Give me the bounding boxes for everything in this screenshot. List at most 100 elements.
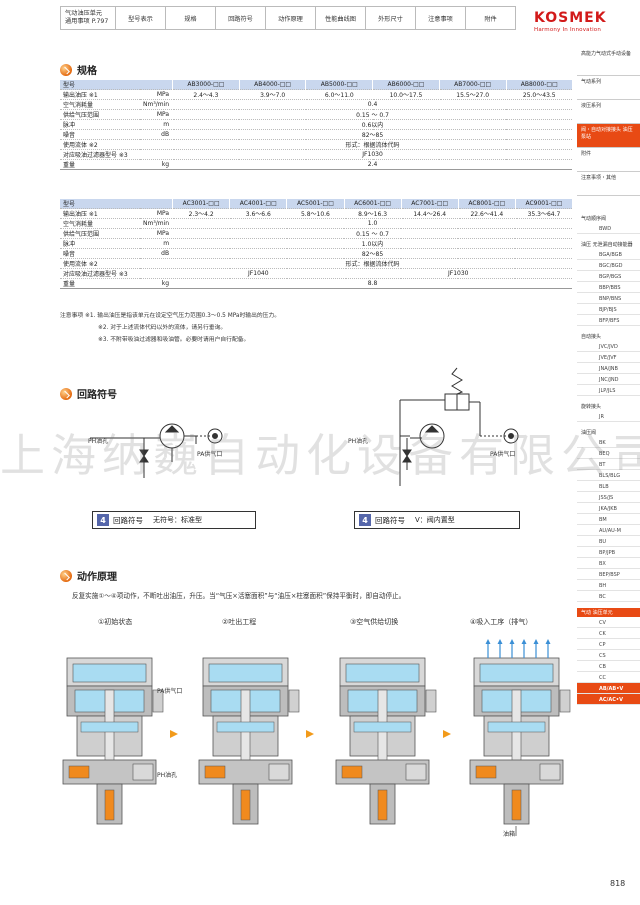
circuit-left-ph-label: PH油孔 <box>88 437 108 445</box>
sidebar-item[interactable]: JNA/JNB <box>577 363 640 374</box>
nav-tab-performance[interactable]: 性能曲线图 <box>316 6 366 30</box>
sidebar-item[interactable]: CV <box>577 617 640 628</box>
circuit-box-num: 4 <box>359 514 371 526</box>
header-cell: AC3001-□□ <box>172 199 230 209</box>
sidebar-item[interactable]: JVE/JVF <box>577 352 640 363</box>
sidebar-item[interactable]: BBP/BBS <box>577 282 640 293</box>
sidebar-item[interactable]: BT <box>577 459 640 470</box>
header-cell: AB8000-□□ <box>505 80 572 90</box>
sidebar-group-hydraulic[interactable]: 液压系列 <box>577 100 640 124</box>
header-cell: AB6000-□□ <box>372 80 440 90</box>
sidebar-item[interactable]: BJP/BJS <box>577 304 640 315</box>
ph-port-block <box>132 763 154 781</box>
sidebar-group-accessories[interactable]: 附件 <box>577 148 640 172</box>
sidebar-item[interactable]: AC/AC•V <box>577 694 640 705</box>
sidebar-item[interactable]: CB <box>577 661 640 672</box>
section-bullet-icon <box>60 387 72 400</box>
oil-chamber <box>68 765 90 779</box>
row-label: 空气消耗量 <box>60 99 140 110</box>
sidebar-item[interactable]: CS <box>577 650 640 661</box>
sidebar-item[interactable]: BGA/BGB <box>577 249 640 260</box>
sidebar-section-head: 气动 油压单元 <box>577 608 640 617</box>
table-cell: 2.3～4.2 <box>172 208 230 219</box>
row-unit: MPa <box>140 228 173 239</box>
sidebar-item[interactable]: BEQ <box>577 448 640 459</box>
ph-port-block <box>268 763 290 781</box>
sidebar-item[interactable]: BLB <box>577 481 640 492</box>
sidebar-group-manual[interactable]: 高能力气动式手动设备 <box>577 48 640 76</box>
sidebar-item[interactable]: BH <box>577 580 640 591</box>
row-unit: kg <box>140 278 173 289</box>
sidebar-item[interactable]: BC <box>577 591 640 602</box>
table-cell: 15.5～27.0 <box>438 89 507 100</box>
sidebar-item[interactable]: JLP/JLS <box>577 385 640 396</box>
sidebar-item[interactable]: BGC/BGD <box>577 260 640 271</box>
circuit-left-check-top <box>139 449 149 457</box>
sidebar-item[interactable]: BWD <box>577 223 640 234</box>
kosmek-logo: KOSMEK Harmony In Innovation <box>534 10 630 33</box>
table-cell: 形式：根据流体代码 <box>172 139 572 150</box>
sidebar-item[interactable]: CC <box>577 672 640 683</box>
circuit-section-header: 回路符号 <box>60 386 117 401</box>
row-label: 脉冲 <box>60 119 140 130</box>
sidebar-item[interactable]: BNP/BNS <box>577 293 640 304</box>
ph-port-block <box>539 763 561 781</box>
sidebar-item[interactable]: BEP/BSP <box>577 569 640 580</box>
header-cell: 型号 <box>60 199 173 209</box>
spec-notes: 注意事项 ※1. 输出油压是指该单元在设定空气压力范围0.3～0.5 MPa时输… <box>60 310 280 346</box>
sidebar-item[interactable]: BP/JPB <box>577 547 640 558</box>
row-label: 供给气压范围 <box>60 109 140 120</box>
sidebar-item[interactable]: BLS/BLG <box>577 470 640 481</box>
section-bullet-icon <box>60 63 72 76</box>
ph-port-block <box>405 763 427 781</box>
logo-tagline: Harmony In Innovation <box>534 27 602 33</box>
oil-chamber <box>341 765 363 779</box>
step-arrow-icon <box>443 730 451 738</box>
logo-brand: KOSMEK <box>534 10 607 26</box>
sidebar-item[interactable]: JKA/JKB <box>577 503 640 514</box>
header-cell: 型号 <box>60 80 173 90</box>
sidebar-item[interactable]: BK <box>577 437 640 448</box>
sidebar-item[interactable]: BM <box>577 514 640 525</box>
nav-tab-spec[interactable]: 规格 <box>166 6 216 30</box>
step-label-4: ④吸入工序（排气） <box>470 618 533 626</box>
table-cell: 0.15 ～ 0.7 <box>172 228 572 239</box>
row-label: 输出油压 ※1 <box>60 89 140 100</box>
sidebar-item[interactable]: JSS/JS <box>577 492 640 503</box>
sidebar-item[interactable]: AU/AU-M <box>577 525 640 536</box>
sidebar-item[interactable]: BX <box>577 558 640 569</box>
sidebar-group-pneumatic[interactable]: 气动系列 <box>577 76 640 100</box>
sidebar-item[interactable]: BU <box>577 536 640 547</box>
sidebar-group-caution[interactable]: 注意事项・其他 <box>577 172 640 196</box>
nav-tab-accessories[interactable]: 附件 <box>466 6 516 30</box>
ph-port-label: PH油孔 <box>157 772 178 779</box>
sidebar-item[interactable]: AB/AB•V <box>577 683 640 694</box>
sidebar-item[interactable]: JVC/JVD <box>577 341 640 352</box>
nav-common-items[interactable]: 气动油压单元 通用事项 P.797 <box>60 6 116 30</box>
circuit-right-pa-label: PA供气口 <box>490 450 515 458</box>
table-cell: 3.6～6.6 <box>229 208 287 219</box>
sidebar-item[interactable]: JNC/JND <box>577 374 640 385</box>
nav-tab-model[interactable]: 型号表示 <box>116 6 166 30</box>
sidebar-item[interactable]: BGP/BGS <box>577 271 640 282</box>
header-cell: AC4001-□□ <box>229 199 287 209</box>
nav-tab-dimensions[interactable]: 外形尺寸 <box>366 6 416 30</box>
table-cell: JF1030 <box>172 149 572 160</box>
nav-tab-caution[interactable]: 注意事项 <box>416 6 466 30</box>
row-label: 输出油压 ※1 <box>60 208 140 219</box>
nav-tab-operation[interactable]: 动作原理 <box>266 6 316 30</box>
inlet-oil-channel <box>240 789 251 821</box>
circuit-right <box>399 367 519 486</box>
table-cell: 3.9～7.0 <box>238 89 306 100</box>
sidebar-item[interactable]: BFP/BFS <box>577 315 640 326</box>
sidebar-item[interactable]: CK <box>577 628 640 639</box>
nav-tab-circuit[interactable]: 回路符号 <box>216 6 266 30</box>
table-cell: JF1040 <box>172 268 344 279</box>
sidebar-item[interactable]: CP <box>577 639 640 650</box>
sidebar-group-valves[interactable]: 阀・自动对接接头 油压泵站 <box>577 124 640 148</box>
sidebar-item[interactable]: JR <box>577 411 640 422</box>
